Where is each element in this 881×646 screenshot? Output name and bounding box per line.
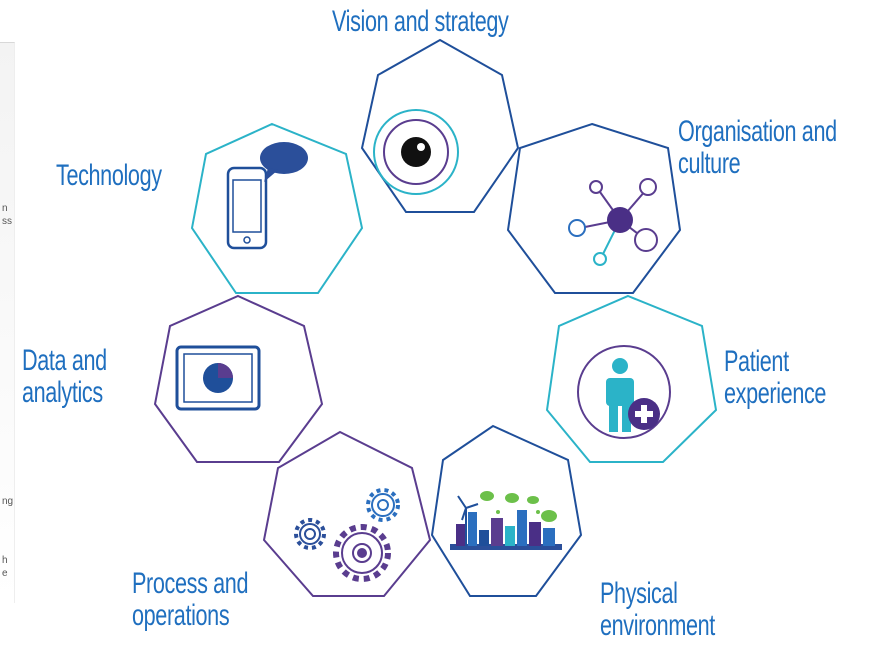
label-line: Vision and strategy	[332, 5, 509, 38]
side-text-fragment: h	[2, 555, 8, 566]
smartphone-icon	[226, 142, 308, 250]
city-icon	[450, 491, 562, 550]
node-vision-and-strategy	[360, 38, 520, 213]
label-line: Data and	[22, 344, 107, 377]
node-physical-environment	[430, 424, 583, 597]
eye-icon	[373, 109, 459, 195]
label-physical-environment: Physical environment	[600, 578, 715, 642]
label-vision-and-strategy: Vision and strategy	[332, 5, 509, 38]
node-process-and-operations	[262, 430, 432, 597]
gears-icon	[294, 488, 400, 582]
label-line: operations	[132, 599, 230, 632]
node-patient-experience	[545, 294, 718, 463]
label-line: Patient	[724, 345, 789, 378]
label-patient-experience: Patient experience	[724, 346, 826, 410]
side-panel-edge	[0, 42, 15, 603]
label-line: Organisation and	[678, 115, 837, 148]
side-text-fragment: ss	[2, 216, 12, 227]
side-text-fragment: e	[2, 568, 8, 579]
node-organisation-and-culture	[506, 122, 682, 294]
label-process-and-operations: Process and operations	[132, 568, 248, 632]
side-text-fragment: n	[2, 203, 8, 214]
network-icon	[568, 178, 658, 266]
label-line: environment	[600, 609, 715, 642]
label-line: Physical	[600, 577, 678, 610]
patient-icon	[577, 345, 671, 439]
label-line: Technology	[56, 159, 162, 192]
label-organisation-and-culture: Organisation and culture	[678, 116, 837, 180]
label-line: experience	[724, 377, 827, 410]
pie-chart-screen-icon	[175, 345, 261, 411]
node-technology	[190, 122, 364, 294]
label-line: culture	[678, 147, 741, 180]
label-line: analytics	[22, 376, 103, 409]
label-technology: Technology	[56, 160, 162, 192]
label-line: Process and	[132, 567, 249, 600]
side-text-fragment: ng	[2, 496, 14, 507]
label-data-and-analytics: Data and analytics	[22, 345, 107, 409]
node-data-and-analytics	[153, 294, 324, 463]
